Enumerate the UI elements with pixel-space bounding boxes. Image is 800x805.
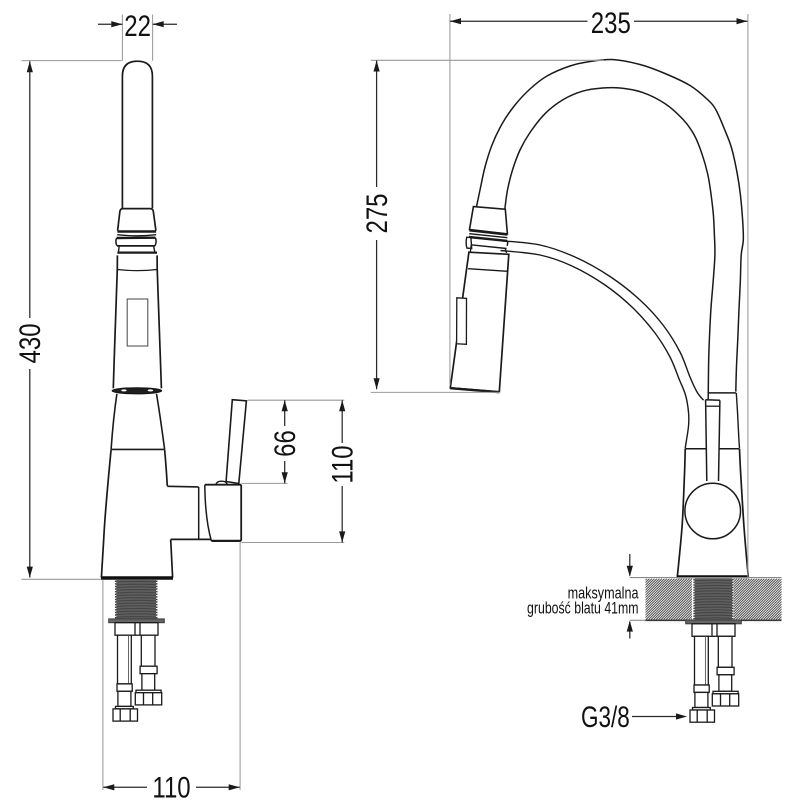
- svg-text:grubość blatu 41mm: grubość blatu 41mm: [527, 600, 638, 618]
- svg-text:22: 22: [124, 8, 151, 42]
- svg-text:235: 235: [591, 5, 631, 39]
- svg-text:G3/8: G3/8: [581, 700, 630, 734]
- svg-text:110: 110: [152, 770, 190, 800]
- svg-text:275: 275: [359, 193, 393, 233]
- svg-text:430: 430: [13, 323, 47, 363]
- svg-text:110: 110: [325, 445, 359, 483]
- svg-text:66: 66: [267, 430, 301, 457]
